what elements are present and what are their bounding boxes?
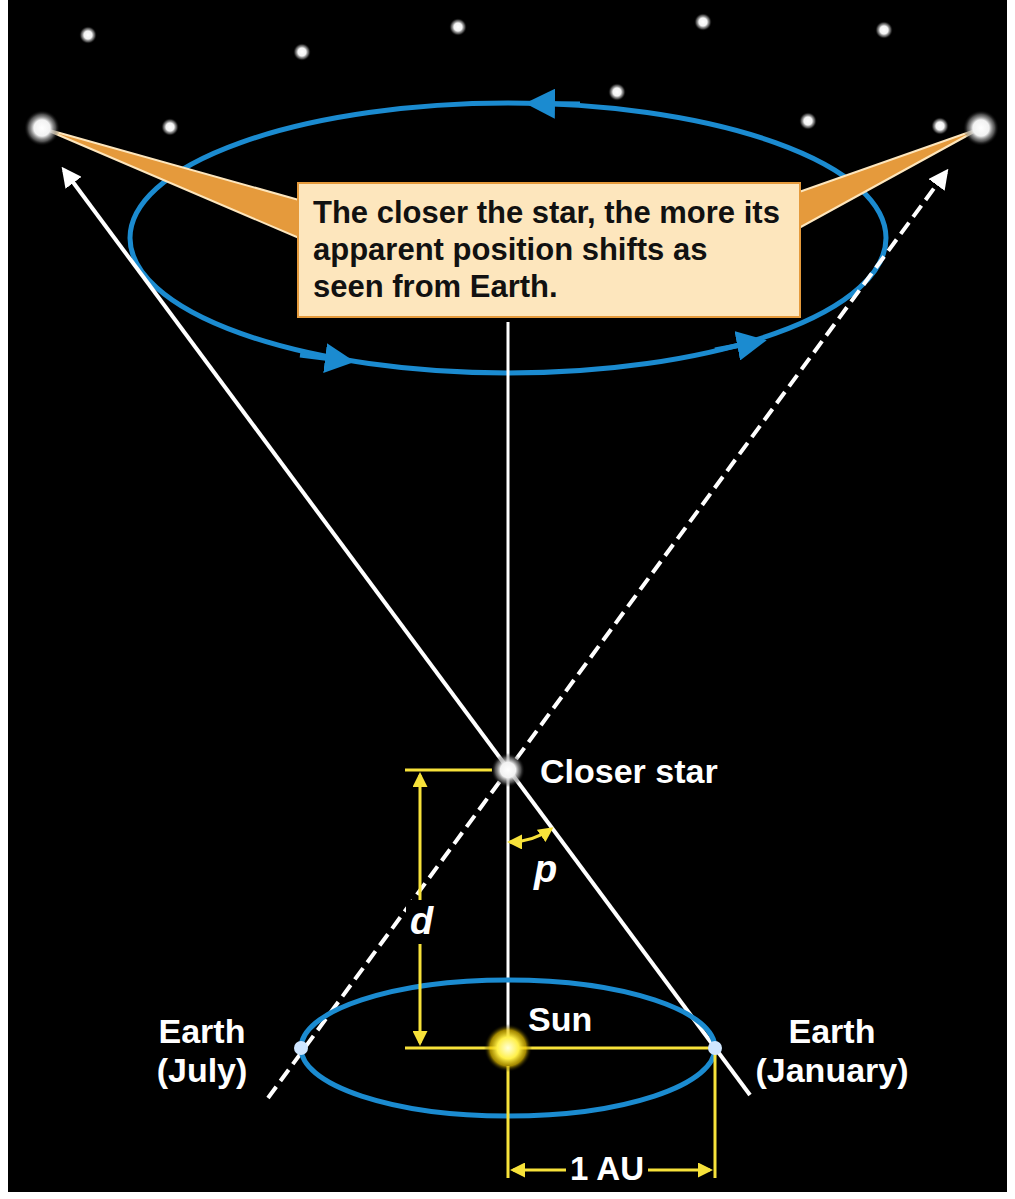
earth-label: Earth (July) xyxy=(143,1012,261,1090)
july-sightline xyxy=(268,172,946,1098)
callout-text: The closer the star, the more its appare… xyxy=(313,194,785,306)
angle-label: p xyxy=(530,848,561,892)
closer-star-symbol xyxy=(491,753,525,787)
callout-pointer xyxy=(42,128,299,238)
night-sky xyxy=(8,0,1007,1192)
earth-dot xyxy=(708,1041,722,1055)
sun-symbol xyxy=(484,1024,532,1072)
earth-dot xyxy=(294,1041,308,1055)
callout-pointer xyxy=(799,128,981,228)
earth-label: Earth (January) xyxy=(752,1012,912,1090)
callout-box: The closer the star, the more its appare… xyxy=(297,182,801,318)
center-line xyxy=(507,322,510,1048)
apparent-star xyxy=(963,110,999,146)
dimension-label: 1 AU xyxy=(566,1150,648,1188)
distance-label: d xyxy=(406,900,437,944)
apparent-star xyxy=(24,110,60,146)
measure-lines xyxy=(405,770,715,1178)
background-stars xyxy=(79,13,949,136)
sun-label: Sun xyxy=(528,1000,592,1039)
star-label: Closer star xyxy=(540,752,718,791)
